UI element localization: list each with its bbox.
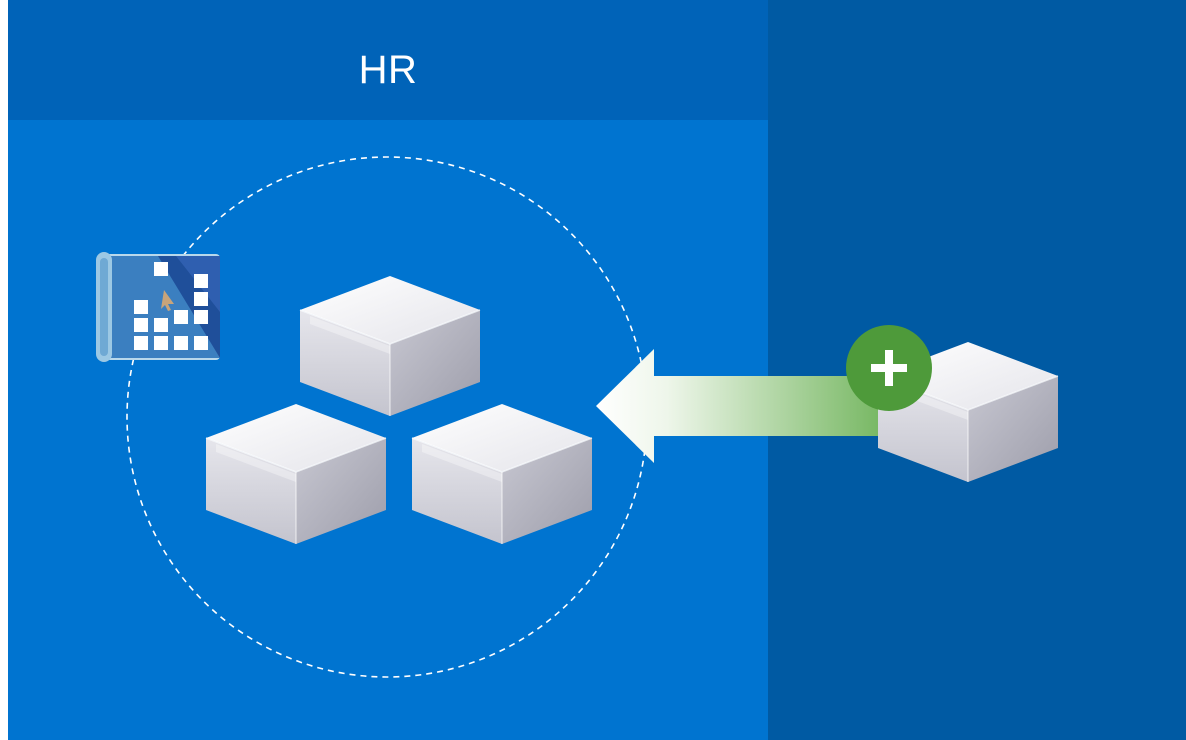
group-cube-left xyxy=(205,403,387,545)
hr-group-title: HR xyxy=(358,47,418,92)
arrow-left-icon xyxy=(596,349,880,463)
plus-icon xyxy=(846,325,932,411)
hr-group-header xyxy=(8,0,768,120)
group-cube-right xyxy=(411,403,593,545)
group-boundary-circle xyxy=(126,156,648,678)
group-cube-top xyxy=(299,275,481,417)
blueprint-icon xyxy=(96,252,220,362)
